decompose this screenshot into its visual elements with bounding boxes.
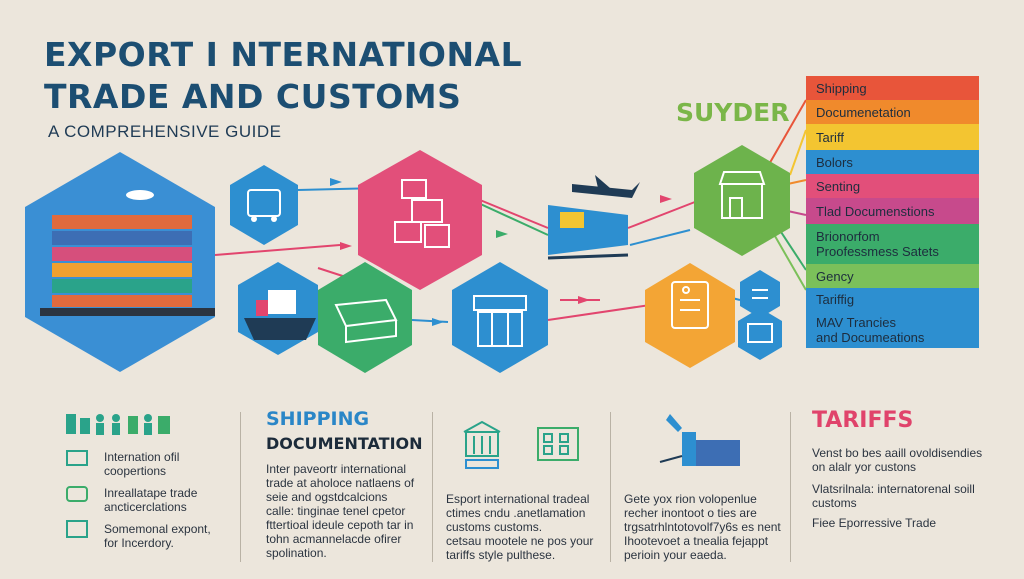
stack-hexagon-bottom [738, 308, 782, 360]
boxes-icon [394, 179, 450, 248]
col4-text: Gete yox rion volopenlue recher inontoot… [624, 492, 781, 562]
open-box-icon [334, 298, 398, 344]
legend-item-trade-documentations: Tlad Documenstions [806, 198, 979, 224]
tariffs-heading: TARIFFS [812, 408, 914, 433]
cargo-loading-icon [659, 414, 740, 466]
title-line-2: TRADE AND CUSTOMS [44, 77, 462, 116]
legend-item-agency: Gency [806, 264, 979, 288]
warehouse-hexagon [694, 145, 790, 256]
shipping-heading: SHIPPING [266, 408, 370, 430]
documentation-heading: DOCUMENTATION [266, 434, 423, 453]
page-title: EXPORT I NTERNATIONAL TRADE AND CUSTOMS [44, 34, 522, 118]
legend-item-bolors: Bolors [806, 150, 979, 174]
trade-icon-1 [66, 450, 88, 466]
legend-item-tariff: Tariff [806, 124, 979, 150]
col2-text: Inter paveortr international trade at ah… [266, 462, 415, 560]
divider-4 [790, 412, 791, 562]
customs-buildings-icon [463, 420, 579, 469]
building-icon [473, 295, 527, 347]
side-label: SUYDER [676, 98, 790, 127]
cargo-ship-hexagon [238, 262, 318, 355]
connector-arrows [330, 178, 672, 326]
document-icon [671, 281, 709, 329]
legend-item-senting: Senting [806, 174, 979, 198]
container-port-hexagon [25, 152, 215, 372]
document-hexagon [645, 263, 735, 368]
legend-item-tariffs-documentations: Tariffig MAV Trancies and Documeations [806, 288, 979, 348]
col5-item-3: Fiee Eporressive Trade [812, 516, 937, 530]
warehouse-icon [718, 171, 766, 219]
airplane-cargo-illustration [547, 175, 640, 260]
legend-item-documentation: Documenetation [806, 100, 979, 124]
people-icons [66, 414, 170, 435]
legend: Shipping Documenetation Tariff Bolors Se… [806, 76, 979, 348]
cargo-boxes-hexagon [358, 150, 482, 290]
divider-2 [432, 412, 433, 562]
stack-icon [747, 323, 773, 343]
package-hexagon [318, 262, 412, 373]
stack-hexagon-top [740, 270, 780, 318]
trade-flow-diagram [25, 99, 807, 373]
divider-1 [240, 412, 241, 562]
container-stack-icon [40, 215, 215, 316]
truck-icon [247, 189, 281, 217]
page-subtitle: A COMPREHENSIVE GUIDE [48, 122, 282, 141]
divider-3 [610, 412, 611, 562]
truck-hexagon [230, 165, 298, 245]
col3-text: Esport international tradeal ctimes cndu… [446, 492, 594, 562]
title-line-1: EXPORT I NTERNATIONAL [44, 35, 523, 74]
ship-icon [256, 300, 268, 316]
legend-item-shipping: Shipping [806, 76, 979, 100]
col1-item-3: Somemonal expont,for Incerdory. [104, 522, 211, 550]
trade-icon-3 [66, 520, 88, 538]
airplane-icon [572, 182, 640, 198]
trade-icon-2 [66, 486, 88, 502]
customs-building-hexagon [452, 262, 548, 373]
